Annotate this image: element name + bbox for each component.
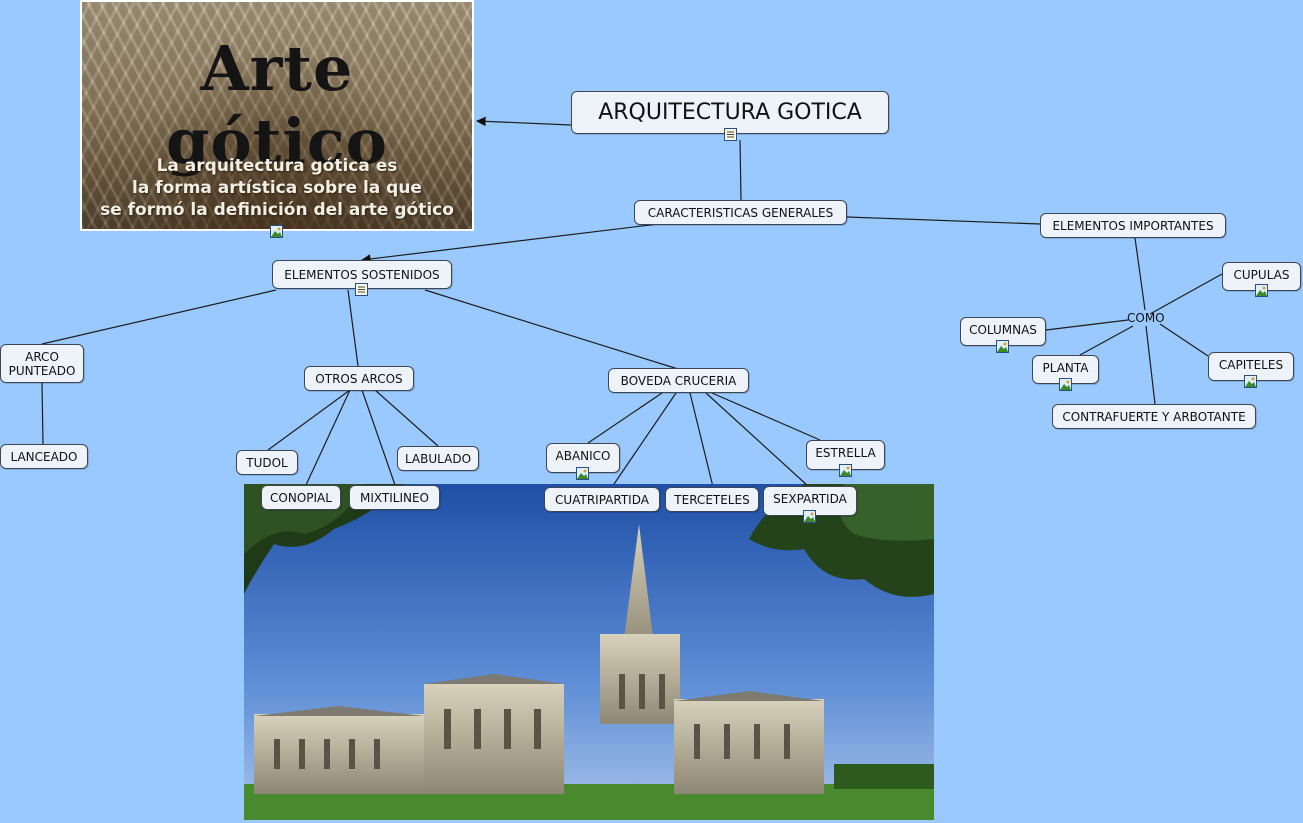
image-resource-icon[interactable] — [1255, 284, 1268, 297]
image-resource-icon[interactable] — [1059, 378, 1072, 391]
poster-caption-line: La arquitectura gótica es — [156, 156, 398, 176]
link-como-cupulas — [1149, 273, 1223, 315]
poster-title: Arte gótico — [165, 32, 388, 178]
node-contrafuerte-y-arbotante[interactable]: CONTRAFUERTE Y ARBOTANTE — [1052, 404, 1256, 429]
image-resource-icon[interactable] — [576, 467, 589, 480]
link-boveda-cuatripartida — [611, 392, 677, 488]
link-otros-mixtilineo — [361, 389, 396, 486]
poster-caption-line: se formó la definición del arte gótico — [100, 200, 454, 220]
link-arco-lanceado — [41, 382, 44, 445]
link-importantes-como — [1134, 237, 1146, 311]
linking-word-como[interactable]: COMO — [1127, 311, 1165, 325]
link-root-poster — [476, 116, 572, 127]
link-sostenidos-otros — [347, 289, 359, 367]
node-labulado[interactable]: LABULADO — [397, 446, 479, 471]
node-arco-punteado[interactable]: ARCO PUNTEADO — [0, 344, 84, 383]
image-resource-icon[interactable] — [1244, 375, 1257, 388]
link-como-planta — [1079, 325, 1134, 356]
node-arquitectura-gotica[interactable]: ARQUITECTURA GOTICA — [571, 91, 889, 134]
document-resource-icon[interactable] — [724, 128, 737, 141]
document-resource-icon[interactable] — [355, 283, 368, 296]
link-otros-conopial — [305, 389, 351, 486]
poster-caption-line: la forma artística sobre la que — [132, 178, 422, 198]
node-tudol[interactable]: TUDOL — [236, 450, 298, 475]
link-boveda-abanico — [587, 392, 663, 444]
link-sostenidos-boveda — [424, 289, 679, 370]
link-caracteristicas-importantes — [846, 216, 1041, 225]
link-root-caracteristicas — [739, 139, 742, 202]
image-resource-icon[interactable] — [803, 510, 816, 523]
node-conopial[interactable]: CONOPIAL — [261, 485, 341, 510]
link-boveda-terceteles — [689, 392, 714, 488]
link-como-columnas — [1045, 319, 1129, 331]
link-sostenidos-arco — [41, 289, 277, 345]
arte-gotico-poster-image[interactable]: Arte gótico La arquitectura gótica es la… — [80, 0, 474, 231]
node-mixtilineo[interactable]: MIXTILINEO — [349, 485, 440, 510]
image-resource-icon[interactable] — [270, 225, 283, 238]
link-caracteristicas-sostenidos — [361, 223, 659, 264]
link-como-capiteles — [1159, 323, 1209, 357]
node-caracteristicas-generales[interactable]: CARACTERISTICAS GENERALES — [634, 200, 847, 225]
cathedral-photo[interactable] — [244, 484, 934, 820]
node-otros-arcos[interactable]: OTROS ARCOS — [304, 366, 414, 391]
image-resource-icon[interactable] — [996, 340, 1009, 353]
poster-caption: La arquitectura gótica es la forma artís… — [82, 155, 472, 221]
node-cuatripartida[interactable]: CUATRIPARTIDA — [544, 487, 660, 512]
link-como-contrafuerte — [1145, 325, 1156, 405]
node-terceteles[interactable]: TERCETELES — [665, 487, 759, 512]
link-boveda-estrella — [711, 392, 821, 441]
link-otros-labulado — [374, 389, 439, 447]
image-resource-icon[interactable] — [839, 464, 852, 477]
node-elementos-sostenidos[interactable]: ELEMENTOS SOSTENIDOS — [272, 260, 452, 289]
node-lanceado[interactable]: LANCEADO — [0, 444, 88, 469]
link-otros-tudol — [267, 389, 351, 451]
node-boveda-cruceria[interactable]: BOVEDA CRUCERIA — [608, 368, 749, 393]
node-elementos-importantes[interactable]: ELEMENTOS IMPORTANTES — [1040, 213, 1226, 238]
link-boveda-sexpartida — [705, 392, 809, 487]
